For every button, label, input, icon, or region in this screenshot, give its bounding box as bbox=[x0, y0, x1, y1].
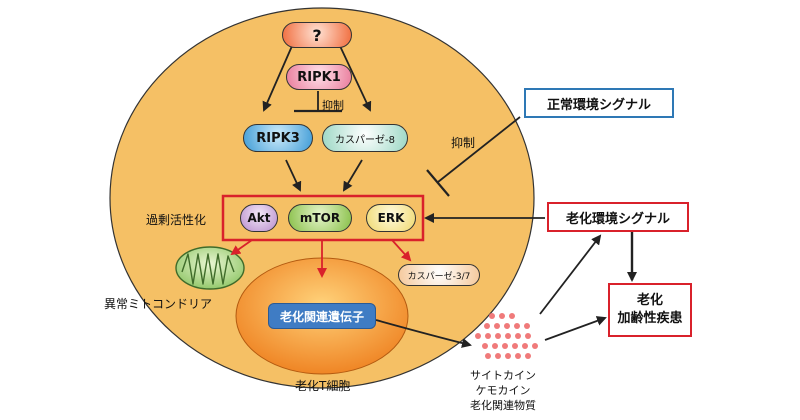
secreted-particle bbox=[532, 343, 538, 349]
secreted-particle bbox=[524, 323, 530, 329]
ripk3-node: RIPK3 bbox=[243, 124, 313, 152]
akt-node: Akt bbox=[240, 204, 278, 232]
arrow-ripk3-akt bbox=[285, 159, 302, 192]
secreted-particle bbox=[512, 343, 518, 349]
cell-body bbox=[109, 7, 535, 389]
secreted-particle bbox=[504, 323, 510, 329]
caspase37-node: カスパーゼ-3/7 bbox=[398, 264, 480, 286]
hyperactivation-frame bbox=[221, 194, 425, 242]
arrow-q-ripk3 bbox=[262, 45, 293, 112]
secreted-particle bbox=[484, 323, 490, 329]
arrow-casp8-mtor bbox=[342, 159, 363, 192]
secreted-particle bbox=[522, 343, 528, 349]
secreted-particle bbox=[502, 343, 508, 349]
secreted-particle bbox=[509, 313, 515, 319]
secreted-particle bbox=[514, 323, 520, 329]
secreted-particle bbox=[505, 353, 511, 359]
erk-node: ERK bbox=[366, 204, 416, 232]
secreted-particle bbox=[515, 333, 521, 339]
abnormal-mito-label: 異常ミトコンドリア bbox=[104, 297, 213, 311]
disease-label-aging: 老化 bbox=[636, 293, 663, 308]
inhibit-label-inner: 抑制 bbox=[322, 99, 344, 112]
arrow-genes-to-secreted bbox=[375, 319, 472, 348]
secreted-particle bbox=[492, 343, 498, 349]
secreted-particle bbox=[525, 333, 531, 339]
arrow-secreted-to-aging bbox=[539, 234, 602, 315]
arrow-q-casp8 bbox=[339, 45, 372, 112]
secreted-particle bbox=[485, 353, 491, 359]
secreted-label-cytokine: サイトカイン bbox=[470, 369, 536, 382]
secreted-particle bbox=[515, 353, 521, 359]
ripk1-node: RIPK1 bbox=[286, 64, 352, 90]
secreted-labels: サイトカイン ケモカイン 老化関連物質 bbox=[470, 368, 536, 413]
inhibit-label-outer: 抑制 bbox=[451, 136, 476, 150]
normal-env-signal-box: 正常環境シグナル bbox=[524, 88, 674, 118]
secreted-particle bbox=[485, 333, 491, 339]
secreted-particle bbox=[525, 353, 531, 359]
secreted-particles bbox=[475, 313, 538, 359]
secreted-particle bbox=[495, 353, 501, 359]
arrow-secreted-to-disease bbox=[544, 316, 607, 341]
disease-box: 老化 加齢性疾患 bbox=[608, 283, 692, 337]
secreted-particle bbox=[495, 333, 501, 339]
secreted-label-chemokine: ケモカイン bbox=[475, 384, 531, 397]
secreted-particle bbox=[494, 323, 500, 329]
inhibit-normal-line bbox=[437, 116, 521, 183]
senescent-tcell-label: 老化T細胞 bbox=[295, 379, 351, 393]
mtor-node: mTOR bbox=[288, 204, 352, 232]
secreted-particle bbox=[505, 333, 511, 339]
secreted-particle bbox=[482, 343, 488, 349]
arrow-to-mito bbox=[230, 239, 253, 256]
inhibit-normal-bar bbox=[426, 169, 450, 197]
secreted-label-aging-factors: 老化関連物質 bbox=[470, 399, 536, 412]
secreted-particle bbox=[499, 313, 505, 319]
unknown-node: ? bbox=[282, 22, 352, 48]
arrow-to-casp37 bbox=[391, 239, 412, 262]
secreted-particle bbox=[489, 313, 495, 319]
hyperactivation-label: 過剰活性化 bbox=[146, 213, 207, 227]
disease-label-diseases: 加齢性疾患 bbox=[617, 311, 683, 326]
caspase8-node: カスパーゼ-8 bbox=[322, 124, 408, 152]
mitochondria-icon bbox=[175, 246, 245, 290]
secreted-particle bbox=[475, 333, 481, 339]
aging-genes-node: 老化関連遺伝子 bbox=[268, 303, 376, 329]
aging-env-signal-box: 老化環境シグナル bbox=[547, 202, 689, 232]
